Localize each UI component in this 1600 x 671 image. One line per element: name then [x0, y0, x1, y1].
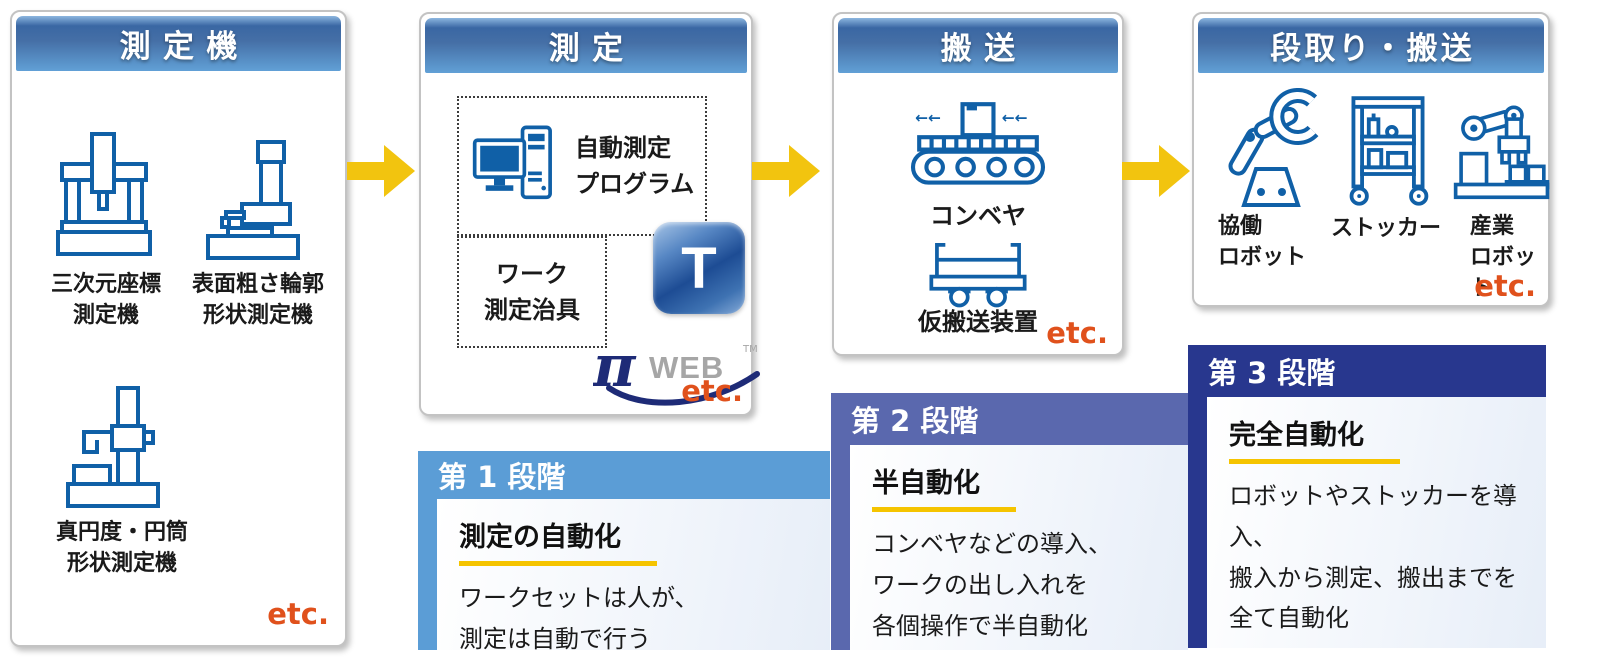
- industrial-robot-label: 産業 ロボット: [1470, 214, 1537, 301]
- stage-1-step-label: 第 1 段階: [438, 460, 566, 494]
- yellow-underline: [459, 561, 657, 566]
- flow-arrow-icon: [1122, 145, 1190, 197]
- panel-title-measurement: 測定: [425, 18, 747, 73]
- etc-label: etc.: [267, 597, 329, 631]
- transfer-cart-icon: [929, 243, 1027, 308]
- stocker-label: ストッカー: [1330, 216, 1441, 241]
- stage-2-step-label: 第 2 段階: [851, 404, 979, 438]
- collaborative-robot-icon: [1228, 88, 1319, 207]
- stage-1-body: 測定の自動化 ワークセットは人が、 測定は自動で行う: [437, 499, 830, 653]
- panel-title-transport: 搬送: [838, 18, 1118, 73]
- panel-measuring-machines: 測定機 三次元座標 測定機 表面粗さ輪郭 形状測定機: [10, 10, 347, 647]
- stage-3-box: 第 3 段階 完全自動化 ロボットやストッカーを導入、 搬入から測定、搬出までを…: [1188, 345, 1546, 648]
- etc-label: etc.: [681, 374, 743, 408]
- conveyor-label: コンベヤ: [930, 202, 1026, 230]
- transfer-cart-label: 仮搬送装置: [918, 308, 1038, 336]
- work-fixture-label: ワーク 測定治具: [484, 260, 580, 324]
- stocker-icon: [1349, 96, 1429, 206]
- industrial-robot-icon: [1453, 105, 1550, 200]
- auto-measurement-program-box: 自動測定 プログラム: [457, 96, 707, 236]
- flow-arrow-icon: [752, 145, 820, 197]
- panel-title-setup-transport: 段取り・搬送: [1198, 18, 1544, 73]
- machine-label-surface-roughness: 表面粗さ輪郭 形状測定機: [191, 272, 324, 328]
- t-software-icon: T: [653, 222, 745, 314]
- machine-label-cmm: 三次元座標 測定機: [50, 272, 161, 328]
- stage-2-heading: 半自動化: [872, 468, 980, 499]
- cmm-machine-icon: [56, 132, 152, 256]
- panel-measurement: 測定 自動測定 プログラム ワーク 測定治具 T π: [419, 12, 760, 416]
- stage-2-description: コンベヤなどの導入、 ワークの出し入れを 各個操作で半自動化: [872, 530, 1112, 640]
- stage-1-box: 第 1 段階 測定の自動化 ワークセットは人が、 測定は自動で行う: [418, 451, 830, 653]
- auto-measurement-program-label: 自動測定 プログラム: [575, 134, 695, 198]
- svg-text:←←: ←←: [915, 109, 941, 127]
- flow-arrow-icon: [347, 145, 415, 197]
- stage-2-body: 半自動化 コンベヤなどの導入、 ワークの出し入れを 各個操作で半自動化: [850, 445, 1188, 650]
- web-text: WEB: [649, 350, 724, 385]
- computer-icon: [472, 125, 552, 200]
- etc-label: etc.: [1046, 316, 1108, 350]
- panel-transport: 搬送 ←← ←← コンベヤ 仮搬送装置 etc.: [832, 12, 1124, 356]
- stage-1-description: ワークセットは人が、 測定は自動で行う: [459, 584, 699, 653]
- svg-text:←←: ←←: [1002, 109, 1028, 127]
- stage-3-description: ロボットやストッカーを導入、 搬入から測定、搬出までを 全て自動化: [1229, 482, 1517, 633]
- work-fixture-box: ワーク 測定治具: [457, 236, 607, 348]
- stage-3-body: 完全自動化 ロボットやストッカーを導入、 搬入から測定、搬出までを 全て自動化: [1207, 397, 1546, 648]
- stage-1-heading: 測定の自動化: [459, 522, 621, 553]
- surface-roughness-machine-icon: [206, 140, 300, 260]
- pi-web-logo: π WEB TM: [593, 332, 760, 406]
- machine-label-roundness: 真円度・円筒 形状測定機: [55, 520, 188, 576]
- pi-glyph: π: [593, 332, 637, 400]
- roundness-machine-icon: [66, 386, 160, 508]
- stage-3-heading: 完全自動化: [1229, 420, 1364, 451]
- stage-2-box: 第 2 段階 半自動化 コンベヤなどの導入、 ワークの出し入れを 各個操作で半自…: [831, 393, 1188, 650]
- yellow-underline: [872, 507, 1016, 512]
- yellow-underline: [1229, 459, 1400, 464]
- stage-3-step-label: 第 3 段階: [1208, 356, 1336, 390]
- etc-label: etc.: [1474, 269, 1536, 303]
- collaborative-robot-label: 協働 ロボット: [1218, 214, 1307, 270]
- panel-setup-transport: 段取り・搬送: [1192, 12, 1550, 307]
- conveyor-icon: ←← ←←: [910, 102, 1046, 185]
- t-badge-letter: T: [681, 235, 717, 301]
- panel-title-measuring-machines: 測定機: [16, 16, 341, 71]
- trademark-text: TM: [742, 344, 758, 355]
